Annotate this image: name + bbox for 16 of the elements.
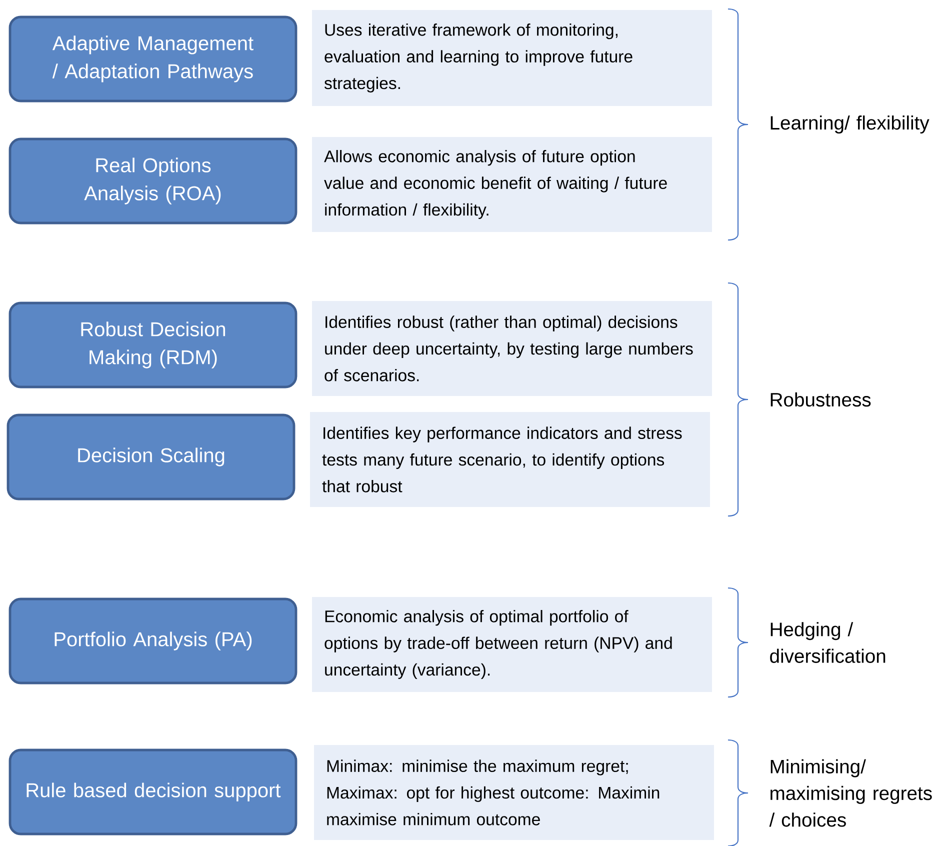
description-box: Identifies robust (rather than optimal) decisions under deep uncertainty, by testing large numbers of scenarios.	[312, 301, 712, 396]
group-label: Minimising/ maximising regrets / choices	[769, 759, 932, 827]
description-box: Minimax: minimise the maximum regret; Maximax: opt for highest outcome: Maximin maximise minimum outcome	[314, 745, 714, 840]
method-box: Decision Scaling	[6, 414, 296, 500]
method-box: Adaptive Management / Adaptation Pathways	[8, 16, 298, 102]
description-box: Economic analysis of optimal portfolio of options by trade-off between return (NPV) and uncertainty (variance).	[312, 597, 712, 692]
description-box: Allows economic analysis of future option value and economic benefit of waiting / future information / flexibility.	[312, 137, 712, 232]
description-box: Identifies key performance indicators and stress tests many future scenario, to identify options that robust	[310, 412, 710, 507]
method-box: Robust Decision Making (RDM)	[8, 302, 298, 388]
description-box: Uses iterative framework of monitoring, evaluation and learning to improve future strategies.	[312, 10, 712, 106]
method-box: Rule based decision support	[8, 748, 298, 836]
method-box: Portfolio Analysis (PA)	[8, 598, 298, 684]
method-box: Real Options Analysis (ROA)	[8, 138, 298, 224]
group-label: Hedging / diversification	[770, 622, 886, 663]
group-label: Learning/ flexibility	[770, 116, 930, 134]
group-label: Robustness	[770, 392, 871, 407]
